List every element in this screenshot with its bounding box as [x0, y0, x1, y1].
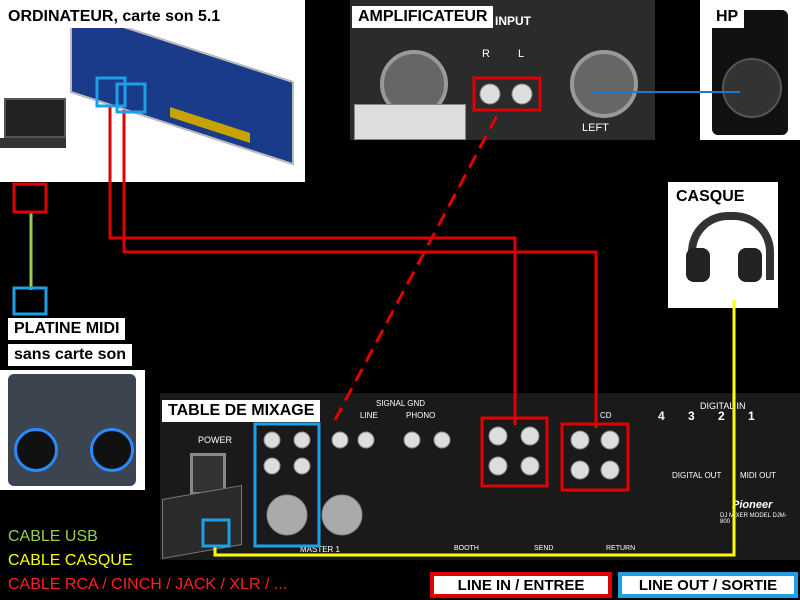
xlr-master-1 [266, 494, 308, 536]
xlr-master-2 [321, 494, 363, 536]
mixer-ch3: 3 [688, 409, 695, 423]
speaker-cone [722, 58, 782, 118]
headphone-cup-right [738, 248, 762, 282]
mixer-model: DJ MIXER MODEL DJM-800 [720, 513, 787, 525]
legend-rca: CABLE RCA / CINCH / JACK / XLR / ... [8, 576, 288, 593]
rca-jack-ch1-2 [600, 430, 620, 450]
rca-jack-master-3 [263, 457, 281, 475]
mixer-ch4: 4 [658, 409, 665, 423]
rca-cable-1 [108, 105, 517, 425]
rca-jack-master-1 [263, 431, 281, 449]
small-mixer-phones [201, 518, 231, 548]
mixer-power-label: POWER [198, 435, 233, 445]
midi-label-2: sans carte son [8, 344, 133, 366]
mixer-ch1: 1 [748, 409, 755, 423]
jog-wheel-left [14, 428, 58, 472]
mixer-line-in-1 [560, 422, 630, 492]
usb-port-computer [12, 182, 48, 214]
speaker-label: HP [710, 6, 745, 28]
headphones-icon [688, 212, 774, 280]
computer-label: ORDINATEUR, carte son 5.1 [2, 6, 227, 28]
rca-jack-ch2-1 [488, 426, 508, 446]
speaker-panel [700, 0, 800, 140]
mixer-label: TABLE DE MIXAGE [162, 400, 321, 422]
rca-cable-2 [122, 110, 598, 428]
amplifier-label: AMPLIFICATEUR [352, 6, 494, 28]
mixer-digital-in: DIGITAL IN [700, 401, 746, 411]
amp-rack-icon [354, 104, 466, 140]
amp-l-label: L [518, 48, 525, 60]
amp-left-label: LEFT [582, 122, 609, 134]
key-line-out: LINE OUT / SORTIE [618, 572, 798, 598]
rca-jacks [263, 83, 620, 536]
mixer-master-label: MASTER 1 [300, 545, 341, 554]
midi-label-1: PLATINE MIDI [8, 318, 126, 340]
mixer-line-label: LINE [360, 411, 378, 420]
jog-wheel-right [90, 428, 134, 472]
amp-input-label: INPUT [495, 14, 531, 28]
mixer-line-in-2 [480, 416, 549, 488]
rca-amp-l [511, 83, 533, 105]
mixer-brand: Pioneer [732, 499, 773, 511]
soundcard-out-1 [95, 76, 127, 108]
rca-jack-ch2-4 [520, 456, 540, 476]
rca-jack-ch3-1 [403, 431, 421, 449]
mixer-master-out [253, 422, 321, 548]
rca-jack-ch4-1 [331, 431, 349, 449]
mixer-return-label: RETURN [606, 545, 636, 552]
mixer-phono-label: PHONO [406, 411, 436, 420]
mixer-signal-gnd: SIGNAL GND [376, 399, 426, 408]
rca-jack-ch2-2 [520, 426, 540, 446]
mixer-cd-label: CD [600, 411, 612, 420]
headphone-cup-left [686, 248, 710, 282]
rca-jack-ch1-1 [570, 430, 590, 450]
rca-jack-ch4-2 [357, 431, 375, 449]
mixer-ch2: 2 [718, 409, 725, 423]
mixer-send-label: SEND [534, 545, 554, 552]
rca-amp-r [479, 83, 501, 105]
rca-jack-ch3-2 [433, 431, 451, 449]
rca-jack-ch1-4 [600, 460, 620, 480]
midi-panel [0, 370, 145, 490]
headphone-cable [213, 300, 736, 557]
power-switch [190, 453, 226, 495]
xlr-socket-right [570, 50, 638, 118]
legend-usb: CABLE USB [8, 528, 98, 545]
mixer-digital-out: DIGITAL OUT [672, 471, 722, 480]
legend-casque: CABLE CASQUE [8, 552, 133, 569]
key-line-in: LINE IN / ENTREE [430, 572, 612, 598]
mixer-midi-out: MIDI OUT [740, 471, 776, 480]
rca-jack-master-2 [293, 431, 311, 449]
amp-rca-input [472, 76, 542, 112]
rca-jack-ch2-3 [488, 456, 508, 476]
mixer-booth-label: BOOTH [454, 545, 479, 552]
rca-jack-master-4 [293, 457, 311, 475]
computer-panel [0, 0, 305, 182]
soundcard-out-2 [115, 82, 147, 114]
rca-cable-amp [333, 109, 502, 421]
laptop-icon [4, 98, 66, 138]
amp-r-label: R [482, 48, 490, 60]
laptop-base [0, 138, 66, 148]
headphones-label: CASQUE [670, 186, 751, 208]
rca-jack-ch1-3 [570, 460, 590, 480]
usb-port-midi [12, 286, 48, 316]
